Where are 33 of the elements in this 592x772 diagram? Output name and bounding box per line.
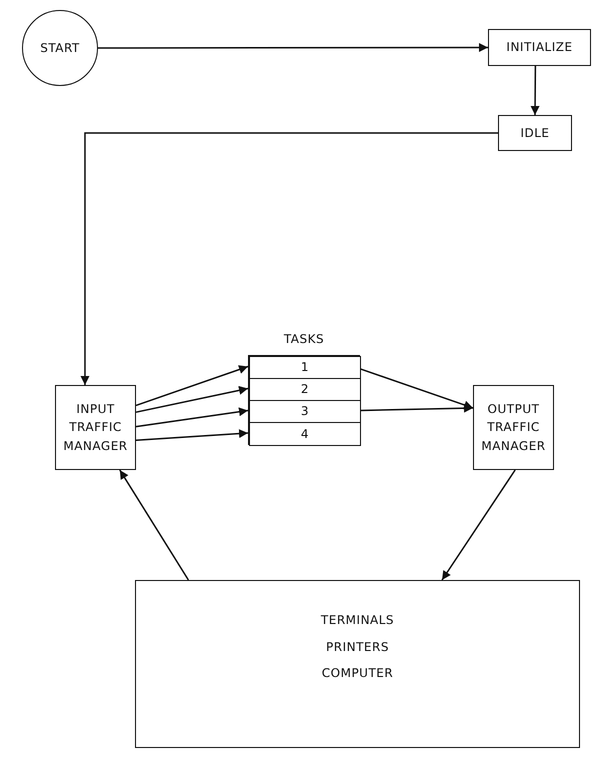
arrow: [119, 470, 190, 580]
arrow: [441, 470, 516, 580]
arrow: [360, 368, 474, 410]
arrow: [360, 404, 474, 413]
process-box: [473, 385, 554, 470]
node-label: 2: [300, 381, 310, 398]
group-heading: TASKS: [282, 331, 326, 348]
node-label: TERMINALS: [320, 612, 394, 629]
node-label: OUTPUT TRAFFIC MANAGER: [480, 400, 547, 455]
device-box: [135, 580, 580, 748]
node-label: 4: [300, 426, 310, 443]
node-label: 1: [300, 359, 310, 376]
arrow: [136, 386, 248, 413]
process-box: [498, 115, 572, 151]
node-label: PRINTERS: [326, 638, 389, 656]
node-label: START: [40, 40, 80, 57]
task-slot: [249, 356, 361, 379]
task-slot: [249, 378, 361, 401]
arrow: [530, 66, 540, 115]
process-box: [488, 29, 591, 66]
node-label: COMPUTER: [322, 665, 394, 682]
node-label: INPUT TRAFFIC MANAGER: [62, 400, 129, 455]
node-label: 3: [300, 403, 310, 420]
arrow: [98, 43, 488, 52]
process-box: [55, 385, 136, 470]
task-slot: [249, 422, 361, 446]
arrow: [136, 407, 248, 428]
node-label: IDLE: [520, 124, 550, 142]
arrow: [136, 365, 248, 406]
arrow: [136, 429, 248, 441]
node-label: INITIALIZE: [506, 39, 573, 56]
task-slot: [249, 400, 361, 423]
arrow: [80, 132, 498, 385]
